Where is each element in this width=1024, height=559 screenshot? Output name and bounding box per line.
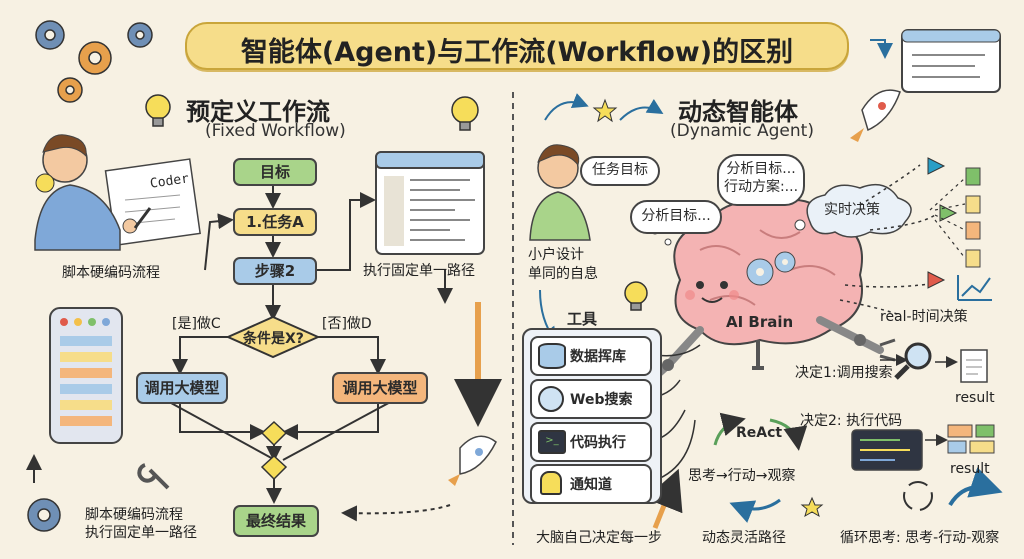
rocket-icon — [448, 435, 497, 486]
play-arrow-icon — [927, 157, 958, 289]
branch-no-label: [否]做D — [322, 316, 372, 332]
step-goal: 目标 — [233, 158, 317, 186]
lightbulb-icon — [145, 94, 648, 311]
llm-call-right: 调用大模型 — [332, 372, 428, 404]
react-loop: 思考→行动→观察 — [688, 468, 796, 484]
left-section-title: 预定义工作流 — [186, 98, 330, 126]
coder-illustration — [34, 134, 201, 251]
user-caption: 小户设计 单同的自息 — [528, 247, 598, 282]
bubble-task-goal: 任务目标 — [580, 156, 660, 186]
tool-web-search[interactable]: Web搜索 — [530, 379, 652, 419]
device-illustration — [49, 307, 123, 444]
star-icon — [592, 98, 824, 518]
page-title: 智能体(Agent)与工作流(Workflow)的区别 — [240, 37, 794, 68]
cycle-loop-icon — [903, 481, 933, 511]
tool-database[interactable]: 数据挥库 — [530, 336, 652, 376]
tool-label: Web搜索 — [570, 392, 633, 408]
tool-label: 数据挥库 — [570, 349, 626, 365]
bottom-loop-caption: 循环思考: 思考-行动-观察 — [840, 530, 1000, 546]
code-window-illustration — [375, 151, 485, 255]
brain-label: AI Brain — [726, 313, 794, 331]
merge-diamond — [260, 454, 288, 481]
bottom-brain-caption: 大脑自己决定每一步 — [536, 530, 662, 546]
step-task-a: 1.任务A — [233, 208, 317, 236]
wrench-icon — [137, 463, 170, 490]
dashed-decision-lines — [929, 177, 966, 259]
gear-icon — [35, 20, 153, 103]
tool-notify[interactable]: 通知道 — [530, 464, 652, 504]
condition-diamond — [225, 315, 321, 359]
right-section-title: 动态智能体 — [678, 98, 798, 126]
tool-label: 通知道 — [570, 477, 612, 493]
ai-brain-illustration — [673, 199, 863, 370]
database-icon — [538, 343, 566, 369]
fixed-path-label: 执行固定单一路径 — [363, 263, 475, 279]
user-illustration — [529, 144, 591, 241]
terminal-icon: >_ — [538, 430, 566, 454]
result-2-label: result — [950, 461, 990, 477]
realtime-label: real-时间决策 — [880, 309, 968, 325]
robot-arm-right — [816, 316, 884, 354]
bubble-analyze: 分析目标... — [630, 200, 722, 234]
bottom-path-caption: 动态灵活路径 — [702, 530, 786, 546]
gear-icon — [27, 498, 61, 532]
result-doc-icon — [960, 349, 988, 383]
result-1-label: result — [955, 390, 995, 406]
llm-call-left: 调用大模型 — [136, 372, 228, 404]
decision-1-label: 决定1:调用搜索 — [795, 365, 893, 381]
magnifier-icon — [904, 342, 932, 370]
code-blocks-icon — [947, 424, 995, 454]
title-banner: 智能体(Agent)与工作流(Workflow)的区别 — [185, 22, 849, 70]
thought-cloud — [806, 183, 912, 238]
bubble-plan: 分析目标... 行动方案:... — [717, 154, 805, 206]
decision-2-label: 决定2: 执行代码 — [800, 413, 903, 429]
bell-icon — [540, 471, 562, 495]
bottom-caption-2: 执行固定单一路径 — [85, 525, 197, 541]
right-section-subtitle: (Dynamic Agent) — [670, 121, 814, 141]
tool-label: 代码执行 — [570, 435, 626, 451]
merge-diamond — [260, 420, 288, 447]
branch-yes-label: [是]做C — [172, 316, 221, 332]
condition-label: 条件是X? — [243, 331, 304, 347]
rocket-icon — [850, 89, 901, 142]
tools-title: 工具 — [567, 310, 598, 328]
step-2: 步骤2 — [233, 257, 317, 285]
document-icon — [965, 167, 981, 268]
coder-caption: 脚本硬编码流程 — [62, 265, 160, 281]
react-title: ReAct — [736, 425, 783, 441]
tool-code-exec[interactable]: >_ 代码执行 — [530, 422, 652, 462]
bottom-caption-1: 脚本硬编码流程 — [85, 507, 183, 523]
left-section-subtitle: (Fixed Workflow) — [205, 121, 346, 141]
trend-chart-icon — [957, 275, 992, 301]
smiley-icon — [35, 173, 55, 193]
browser-window-illustration — [901, 29, 1001, 93]
bubble-realtime: 实时决策 — [824, 202, 880, 218]
globe-icon — [538, 386, 564, 412]
final-result: 最终结果 — [233, 505, 319, 537]
